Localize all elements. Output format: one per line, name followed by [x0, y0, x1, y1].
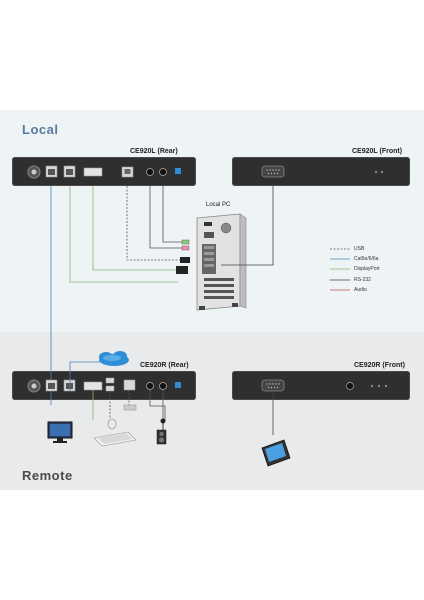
- legend-item-displayport: DisplayPort: [354, 266, 380, 272]
- audio-jack-icon: [159, 382, 167, 390]
- ce920l-rear-ports: [27, 165, 181, 179]
- cat-cable: [69, 361, 100, 391]
- usb-port-icon: [105, 377, 115, 384]
- audio-cable: [149, 390, 166, 420]
- ce920r-rear-ports: [27, 377, 181, 393]
- microphone-icon: [160, 418, 166, 430]
- ce920r-front-label: CE920R (Front): [354, 362, 405, 369]
- usb-cable: [126, 186, 186, 261]
- led-indicator: [374, 170, 378, 174]
- monitor-icon: [47, 421, 73, 443]
- pc-tower-icon: [196, 213, 247, 311]
- legend-item-usb: USB: [354, 246, 365, 252]
- remote-section-band: [0, 332, 424, 490]
- audio-jack-icon: [159, 168, 167, 176]
- serial-port-icon: [261, 165, 285, 178]
- keyboard-icon: [93, 431, 137, 447]
- led-indicator: [175, 382, 181, 388]
- button-icon: [346, 382, 354, 390]
- lan-cable: [69, 186, 178, 283]
- led-indicator: [175, 168, 181, 174]
- local-pc-label: Local PC: [206, 202, 231, 208]
- mouse-icon: [107, 418, 117, 430]
- displayport-cable: [92, 186, 178, 271]
- local-section-title: Local: [22, 122, 59, 137]
- usb-port-icon: [123, 379, 136, 391]
- speaker-icon: [156, 429, 167, 445]
- legend-item-audio: Audio: [354, 287, 367, 293]
- rs232-cable: [221, 186, 274, 266]
- led-indicator: [370, 384, 374, 388]
- ce920l-front-ports: [261, 165, 384, 178]
- led-indicator: [380, 170, 384, 174]
- legend-item-cat: Cat5e/6/6a: [354, 256, 379, 262]
- led-indicator: [384, 384, 388, 388]
- cloud-icon: [99, 351, 129, 366]
- ce920l-rear-label: CE920L (Rear): [130, 148, 178, 155]
- touch-panel-icon: [261, 439, 291, 467]
- audio-cable: [162, 186, 186, 243]
- audio-cable: [149, 186, 186, 249]
- displayport-port-icon: [83, 167, 103, 177]
- led-indicator: [377, 384, 381, 388]
- audio-jack-icon: [146, 168, 154, 176]
- ce920r-front-ports: [261, 379, 388, 392]
- serial-port-icon: [261, 379, 285, 392]
- audio-jack-icon: [146, 382, 154, 390]
- ce920l-front-label: CE920L (Front): [352, 148, 403, 155]
- displayport-port-icon: [83, 381, 103, 391]
- usb-port-icon: [105, 385, 115, 392]
- remote-section-title: Remote: [22, 468, 73, 483]
- legend-item-rs232: RS-232: [354, 277, 371, 283]
- ce920r-rear-label: CE920R (Rear): [140, 362, 189, 369]
- usb-port-icon: [123, 404, 137, 411]
